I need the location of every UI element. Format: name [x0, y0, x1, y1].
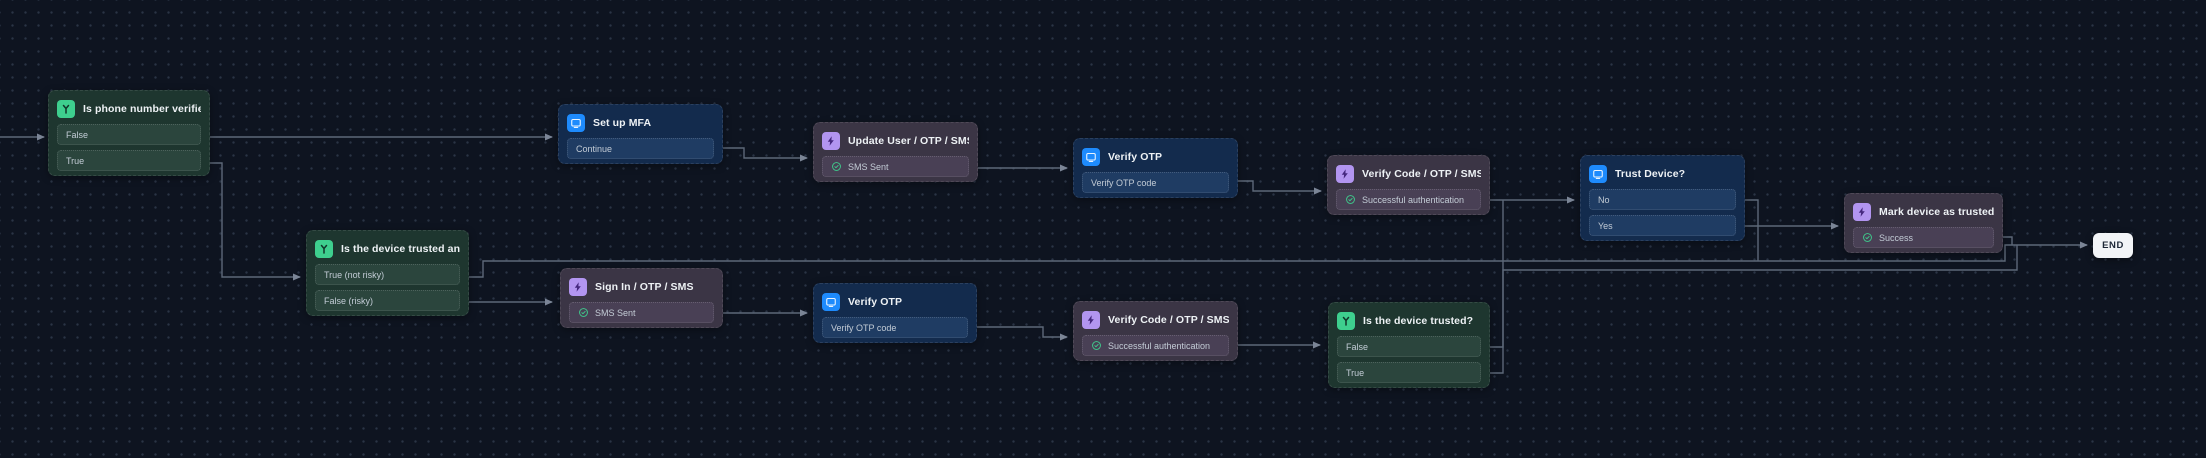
branch-label: False: [66, 129, 89, 140]
node-title: Verify Code / OTP / SMS: [1362, 168, 1481, 180]
branch-label: No: [1598, 194, 1610, 205]
node-verify-otp[interactable]: Verify OTP Verify OTP code: [1073, 138, 1238, 198]
screen-icon: [822, 293, 840, 311]
check-circle-icon: [1345, 194, 1356, 205]
edge-n9-to-n8: [463, 241, 2088, 278]
branch-false-risky[interactable]: False (risky): [315, 290, 460, 311]
branch-label: False (risky): [324, 295, 373, 306]
bolt-icon: [822, 132, 840, 150]
check-circle-icon: [578, 307, 589, 318]
node-title: Set up MFA: [593, 117, 652, 129]
branch-label: Success: [1879, 232, 1914, 243]
node-trust-device[interactable]: Trust Device? No Yes: [1580, 155, 1745, 241]
branch-label: Successful authentication: [1108, 340, 1211, 351]
node-update-user-otp-sms[interactable]: Update User / OTP / SMS SMS Sent: [813, 122, 978, 182]
check-circle-icon: [1091, 340, 1102, 351]
branch-label: SMS Sent: [848, 161, 889, 172]
branch-label: Yes: [1598, 220, 1613, 231]
node-set-up-mfa[interactable]: Set up MFA Continue: [558, 104, 723, 164]
node-title: Mark device as trusted: [1879, 206, 1994, 218]
node-verify-code-otp-sms[interactable]: Verify Code / OTP / SMS Successful authe…: [1073, 301, 1238, 361]
branch-true-not-risky[interactable]: True (not risky): [315, 264, 460, 285]
node-title: Is the device trusted?: [1363, 315, 1474, 327]
node-title: Is the device trusted and no imp...: [341, 243, 460, 255]
bolt-icon: [1853, 203, 1871, 221]
edge-n13-to-n8: [1483, 245, 2018, 374]
branch-label: Continue: [576, 143, 613, 154]
branch-verify-otp-code[interactable]: Verify OTP code: [1082, 172, 1229, 193]
screen-icon: [567, 114, 585, 132]
node-is-phone-number-verified[interactable]: Is phone number verified? False True: [48, 90, 210, 176]
branch-label: Verify OTP code: [831, 322, 897, 333]
node-title: Verify OTP: [1108, 151, 1163, 163]
edge-n11-to-n12: [970, 326, 1068, 341]
check-circle-icon: [831, 161, 842, 172]
branch-sms-sent[interactable]: SMS Sent: [822, 156, 969, 177]
node-title: Trust Device?: [1615, 168, 1686, 180]
branch-false[interactable]: False: [1337, 336, 1481, 357]
bolt-icon: [1336, 165, 1354, 183]
branch-true[interactable]: True: [57, 150, 201, 171]
branch-success[interactable]: Success: [1853, 227, 1994, 248]
branch-sms-sent[interactable]: SMS Sent: [569, 302, 714, 323]
branch-no[interactable]: No: [1589, 189, 1736, 210]
node-is-the-device-trusted[interactable]: Is the device trusted? False True: [1328, 302, 1490, 388]
branch-icon: [1337, 312, 1355, 330]
node-title: Update User / OTP / SMS: [848, 135, 969, 147]
branch-icon: [315, 240, 333, 258]
screen-icon: [1082, 148, 1100, 166]
branch-label: Successful authentication: [1362, 194, 1465, 205]
branch-label: Verify OTP code: [1091, 177, 1157, 188]
branch-label: True: [66, 155, 85, 166]
node-title: Verify OTP: [848, 296, 903, 308]
branch-label: False: [1346, 341, 1369, 352]
node-verify-otp[interactable]: Verify OTP Verify OTP code: [813, 283, 977, 343]
check-circle-icon: [1862, 232, 1873, 243]
branch-successful-authentication[interactable]: Successful authentication: [1336, 189, 1481, 210]
node-title: Verify Code / OTP / SMS: [1108, 314, 1229, 326]
edge-n2-to-n3: [716, 147, 808, 162]
branch-label: SMS Sent: [595, 307, 636, 318]
branch-yes[interactable]: Yes: [1589, 215, 1736, 236]
node-is-the-device-trusted-and-no-imp[interactable]: Is the device trusted and no imp... True…: [306, 230, 469, 316]
branch-true[interactable]: True: [1337, 362, 1481, 383]
bolt-icon: [569, 278, 587, 296]
node-sign-in-otp-sms[interactable]: Sign In / OTP / SMS SMS Sent: [560, 268, 723, 328]
screen-icon: [1589, 165, 1607, 183]
branch-icon: [57, 100, 75, 118]
bolt-icon: [1082, 311, 1100, 329]
node-verify-code-otp-sms[interactable]: Verify Code / OTP / SMS Successful authe…: [1327, 155, 1490, 215]
branch-label: True: [1346, 367, 1365, 378]
node-title: Is phone number verified?: [83, 103, 201, 115]
branch-label: True (not risky): [324, 269, 385, 280]
node-mark-device-as-trusted[interactable]: Mark device as trusted Success: [1844, 193, 2003, 253]
branch-successful-authentication[interactable]: Successful authentication: [1082, 335, 1229, 356]
branch-false[interactable]: False: [57, 124, 201, 145]
edge-n4-to-n5: [1231, 180, 1322, 195]
branch-verify-otp-code[interactable]: Verify OTP code: [822, 317, 968, 338]
edge-n1-to-n9: [203, 162, 301, 281]
branch-continue[interactable]: Continue: [567, 138, 714, 159]
end-node[interactable]: END: [2093, 233, 2133, 258]
node-title: Sign In / OTP / SMS: [595, 281, 694, 293]
